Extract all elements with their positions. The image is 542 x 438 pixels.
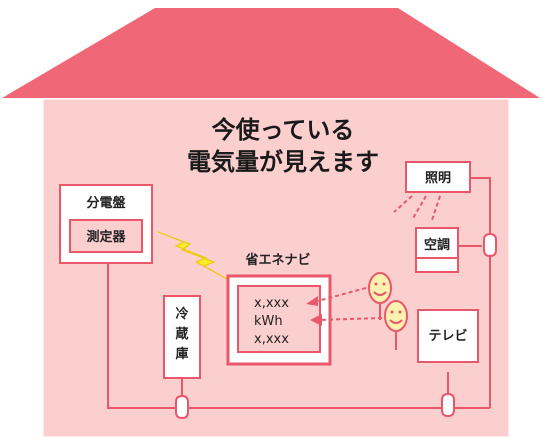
meter-box <box>69 219 143 253</box>
energy-navi-screen <box>237 285 321 353</box>
reading-line-1: x,xxx <box>254 296 289 311</box>
title-line-2: 電気量が見えます <box>187 148 379 176</box>
title-line-1: 今使っている <box>212 116 355 144</box>
panel-label: 分電盤 <box>86 195 126 211</box>
light-rays-icon <box>393 195 441 221</box>
house-roof <box>2 8 540 98</box>
outlet-plug-icon <box>441 392 455 418</box>
tv-box <box>417 309 479 363</box>
aircon-label: 空調 <box>424 237 450 253</box>
navi-label: 省エネナビ <box>244 252 310 268</box>
smiley-person-icon <box>384 300 408 350</box>
outlet-plug-icon <box>483 232 497 258</box>
fridge-label-1: 冷 <box>175 306 188 322</box>
lighting-label: 照明 <box>425 171 451 186</box>
fridge-label-2: 蔵 <box>175 326 188 342</box>
arrow-head <box>306 296 318 306</box>
fridge-label-3: 庫 <box>175 346 188 362</box>
gaze-arrows <box>313 287 383 321</box>
reading-line-2: kWh <box>254 314 283 329</box>
fridge-box <box>163 295 201 379</box>
outlet-plug-icon <box>175 394 189 420</box>
lighting-box <box>405 161 471 193</box>
reading-line-3: x,xxx <box>254 332 289 347</box>
aircon-box <box>415 227 459 273</box>
tv-label: テレビ <box>428 328 467 344</box>
meter-label: 測定器 <box>86 229 126 245</box>
arrow-head <box>310 314 322 326</box>
